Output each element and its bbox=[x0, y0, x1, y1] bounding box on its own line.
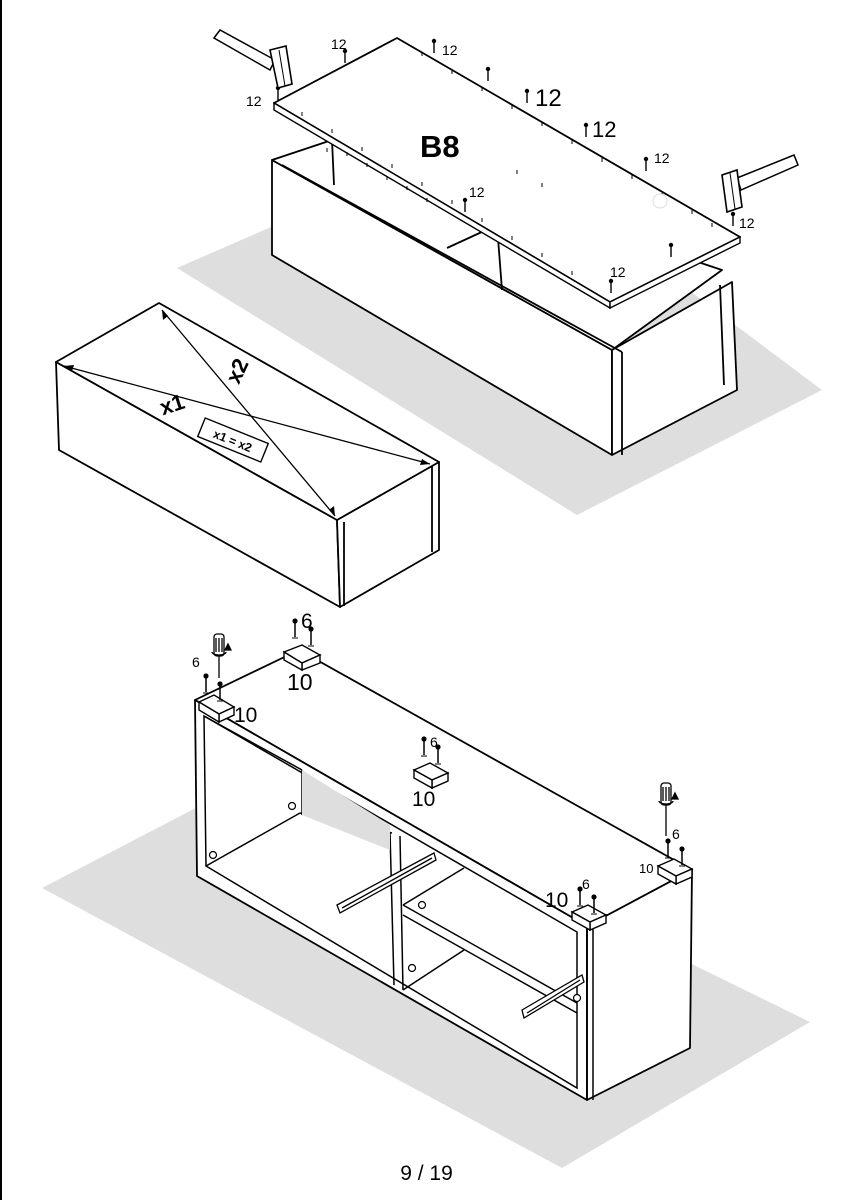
hammer-icon bbox=[721, 154, 799, 214]
nail-qty-label: 12 bbox=[246, 93, 262, 109]
nail-qty-label: 12 bbox=[610, 264, 626, 280]
screw-qty-label: 6 bbox=[192, 654, 200, 670]
foot-qty-label: 10 bbox=[545, 889, 568, 912]
screwdriver-icon bbox=[211, 633, 233, 678]
page-number: 9 / 19 bbox=[400, 1162, 453, 1185]
foot-qty-label: 10 bbox=[287, 669, 313, 695]
hammer-icon bbox=[212, 29, 293, 90]
screwdriver-icon bbox=[658, 782, 680, 836]
foot-qty-label: 10 bbox=[412, 788, 435, 811]
panel-label-b8: B8 bbox=[420, 129, 460, 164]
nail-qty-label: 12 bbox=[739, 215, 755, 231]
foot-qty-label: 10 bbox=[639, 861, 653, 876]
step1-figure: B8 12 12 12 12 12 12 12 12 12 bbox=[177, 29, 822, 515]
screw-qty-label: 6 bbox=[582, 876, 590, 892]
nail-qty-label: 12 bbox=[442, 42, 458, 58]
screw-qty-label: 6 bbox=[301, 610, 313, 633]
nail-qty-label: 12 bbox=[331, 36, 347, 52]
step2-figure: x1 x2 x1 = x2 bbox=[55, 302, 440, 608]
screw-qty-label: 6 bbox=[430, 734, 438, 750]
nail-qty-label: 12 bbox=[535, 85, 562, 112]
step3-figure: 6 6 6 6 6 10 10 10 10 10 bbox=[42, 610, 810, 1168]
foot-qty-label: 10 bbox=[234, 704, 257, 727]
nail-qty-label: 12 bbox=[469, 184, 485, 200]
nail-qty-label: 12 bbox=[592, 117, 616, 142]
screw-qty-label: 6 bbox=[672, 826, 680, 842]
nail-qty-label: 12 bbox=[654, 150, 670, 166]
diagonal-x2-line bbox=[161, 309, 336, 517]
diagonal-x1-line bbox=[63, 365, 431, 465]
